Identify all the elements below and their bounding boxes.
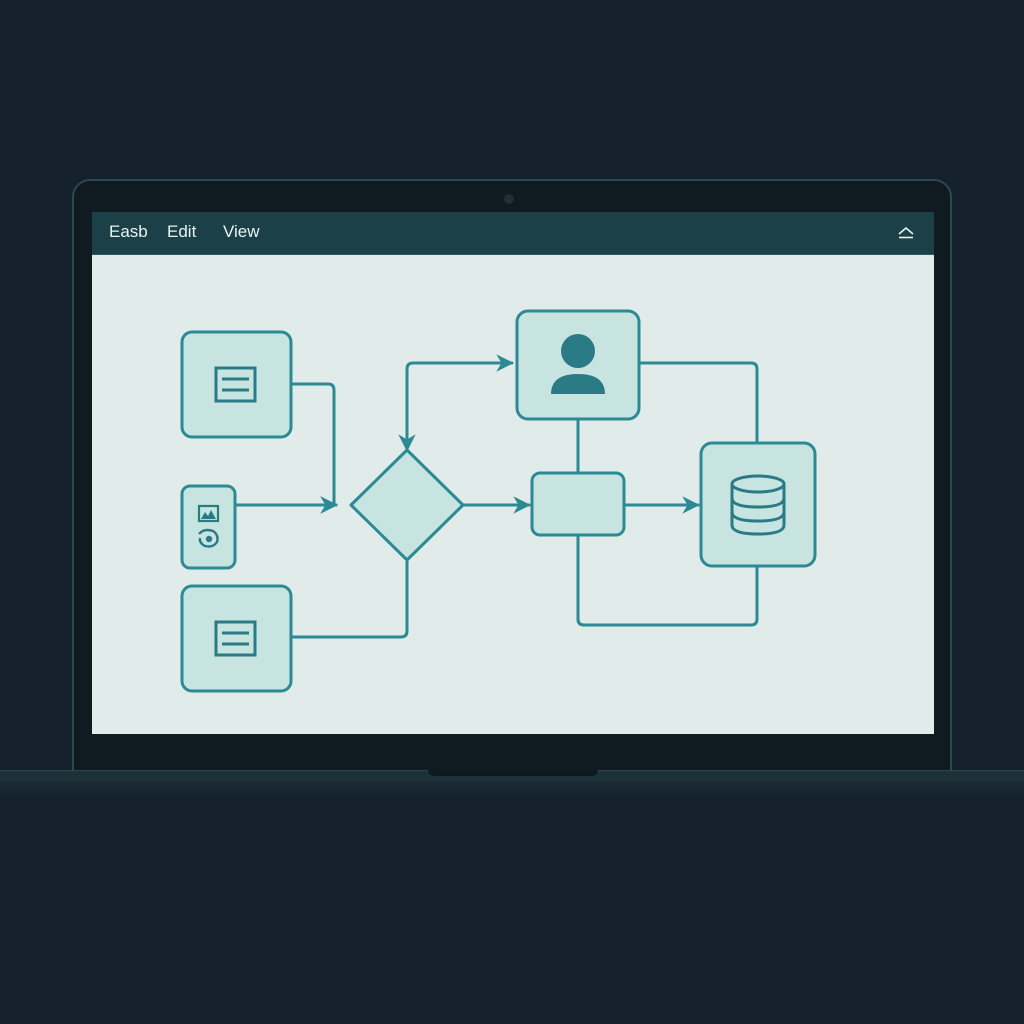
menu-edit[interactable]: Edit xyxy=(167,222,197,241)
laptop-notch xyxy=(428,770,598,776)
edge-process-loop-database[interactable] xyxy=(576,534,759,627)
edge-decision-to-user[interactable] xyxy=(398,354,514,452)
node-process[interactable] xyxy=(530,471,626,537)
edge-doc-top-to-decision[interactable] xyxy=(289,382,338,514)
database-icon xyxy=(730,474,786,536)
node-doc-bottom[interactable] xyxy=(180,584,293,693)
document-icon xyxy=(214,366,257,403)
diagram-canvas[interactable] xyxy=(92,255,934,734)
edge-doc-bottom-to-decision[interactable] xyxy=(289,558,409,639)
node-media-source[interactable] xyxy=(180,484,237,570)
node-database[interactable] xyxy=(699,441,817,568)
connectors xyxy=(233,354,759,639)
app-window: Easb Edit View xyxy=(92,212,934,734)
flowchart xyxy=(180,309,817,693)
image-icon xyxy=(197,504,220,523)
node-doc-top[interactable] xyxy=(180,330,293,439)
camera-icon xyxy=(504,194,514,204)
node-decision[interactable] xyxy=(349,448,465,562)
eject-icon[interactable] xyxy=(896,223,916,243)
edge-user-to-database[interactable] xyxy=(637,361,759,445)
node-user[interactable] xyxy=(515,309,641,421)
refresh-icon xyxy=(198,528,219,548)
menu-view[interactable]: View xyxy=(223,222,260,241)
menu-bar: Easb Edit View xyxy=(92,212,934,255)
document-icon xyxy=(214,620,257,657)
laptop-shadow xyxy=(0,781,1024,801)
user-icon xyxy=(551,334,605,394)
menu-file[interactable]: Easb xyxy=(109,222,148,241)
